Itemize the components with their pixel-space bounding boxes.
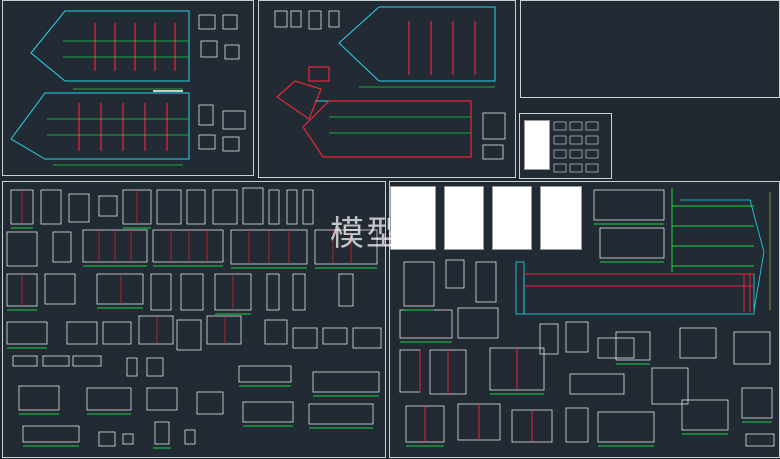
empty-layout-sheet[interactable] [520,0,780,98]
drawing-sheet-window-details[interactable] [2,181,386,458]
drawing-sheet-floor-plans[interactable] [2,0,254,176]
schedule-table-1 [390,186,436,250]
floor-plan-drawing [10,10,246,166]
detail-grid [553,121,599,173]
schedule-table-2 [444,186,484,250]
window-elevations-drawing [6,187,382,449]
drawing-sheet-elevations[interactable] [389,181,780,458]
schedule-table-3 [492,186,532,250]
drawing-sheet-schedule[interactable] [519,113,612,179]
drawing-sheet-plan-section[interactable] [258,0,516,178]
watermark-text: 模型 [330,214,402,254]
plan-section-drawing [274,6,506,160]
elevation-section-drawing [399,188,775,447]
schedule-table [524,120,550,170]
schedule-table-4 [540,186,582,250]
